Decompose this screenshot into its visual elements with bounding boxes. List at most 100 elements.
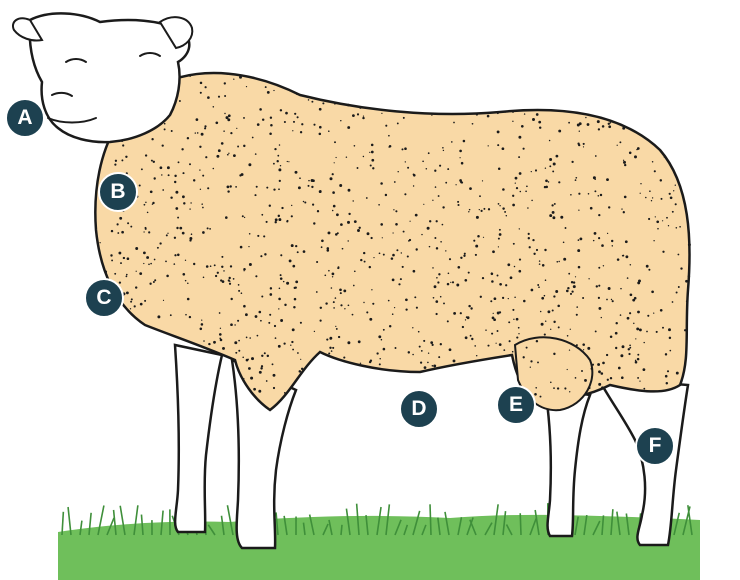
fleece-dot [369, 266, 371, 268]
fleece-dot [402, 266, 404, 268]
fleece-dot [360, 259, 362, 261]
fleece-dot [435, 300, 438, 303]
fleece-dot [367, 232, 370, 235]
fleece-dot [370, 359, 372, 361]
fleece-dot [381, 113, 382, 114]
fleece-dot [273, 163, 275, 165]
fleece-dot [209, 228, 211, 230]
fleece-dot [397, 122, 399, 124]
fleece-dot [117, 232, 119, 234]
fleece-dot [637, 354, 639, 356]
fleece-dot [453, 122, 455, 124]
fleece-dot [278, 298, 281, 301]
fleece-dot [249, 233, 251, 235]
fleece-dot [596, 285, 598, 287]
fleece-dot [578, 266, 581, 269]
fleece-dot [273, 90, 274, 91]
fleece-dot [512, 204, 515, 207]
fleece-dot [620, 314, 622, 316]
fleece-dot [376, 352, 378, 354]
fleece-dot [571, 290, 573, 292]
fleece-dot [530, 367, 531, 368]
marker-a: A [5, 98, 45, 138]
fleece-dot [448, 272, 450, 274]
fleece-dot [357, 229, 360, 232]
fleece-dot [353, 285, 355, 287]
fleece-dot [549, 158, 552, 161]
fleece-dot [185, 260, 186, 261]
fleece-dot [549, 214, 552, 217]
fleece-dot [449, 258, 451, 260]
fleece-dot [608, 125, 611, 128]
fleece-dot [179, 227, 182, 230]
fleece-dot [460, 257, 462, 259]
fleece-dot [461, 162, 464, 165]
fleece-dot [623, 160, 624, 161]
fleece-dot [392, 254, 395, 257]
fleece-dot [438, 273, 440, 275]
fleece-dot [134, 305, 136, 307]
fleece-dot [229, 283, 231, 285]
fleece-dot [408, 351, 410, 353]
fleece-dot [535, 387, 537, 389]
fleece-dot [284, 304, 286, 306]
fleece-dot [436, 247, 438, 249]
fleece-dot [257, 123, 260, 126]
fleece-dot [327, 249, 330, 252]
fleece-dot [606, 178, 609, 181]
fleece-dot [530, 360, 532, 362]
fleece-dot [136, 271, 137, 272]
fleece-dot [263, 235, 265, 237]
fleece-dot [464, 253, 466, 255]
fleece-dot [479, 209, 480, 210]
fleece-dot [311, 186, 313, 188]
fleece-dot [202, 175, 204, 177]
fleece-dot [241, 292, 243, 294]
fleece-dot [503, 349, 505, 351]
fleece-dot [639, 328, 642, 331]
fleece-dot [115, 160, 117, 162]
fleece-dot [127, 222, 129, 224]
fleece-dot [421, 350, 423, 352]
fleece-dot [457, 266, 460, 269]
fleece-dot [607, 233, 608, 234]
fleece-dot [246, 337, 248, 339]
fleece-dot [249, 337, 251, 339]
fleece-dot [467, 316, 470, 319]
fleece-dot [593, 240, 594, 241]
fleece-dot [480, 296, 482, 298]
fleece-dot [607, 379, 609, 381]
fleece-dot [291, 341, 293, 343]
fleece-dot [175, 191, 178, 194]
fleece-dot [536, 340, 538, 342]
fleece-dot [476, 355, 477, 356]
fleece-dot [261, 295, 263, 297]
fleece-dot [279, 180, 281, 182]
fleece-dot [294, 298, 297, 301]
fleece-dot [270, 124, 273, 127]
fleece-dot [394, 307, 395, 308]
fleece-dot [259, 108, 262, 111]
fleece-dot [121, 231, 124, 234]
fleece-dot [267, 91, 270, 94]
fleece-dot [600, 194, 602, 196]
fleece-dot [429, 220, 431, 222]
fleece-dot [346, 156, 347, 157]
fleece-dot [483, 208, 485, 210]
fleece-dot [242, 215, 244, 217]
fleece-dot [499, 205, 500, 206]
fleece-dot [497, 330, 499, 332]
fleece-dot [567, 287, 569, 289]
fleece-dot [652, 197, 653, 198]
fleece-dot [202, 207, 204, 209]
fleece-dot [189, 239, 191, 241]
fleece-dot [549, 165, 551, 167]
fleece-dot [408, 240, 410, 242]
fleece-dot [391, 257, 394, 260]
fleece-dot [560, 216, 563, 219]
fleece-dot [575, 276, 576, 277]
fleece-dot [440, 343, 442, 345]
fleece-dot [606, 299, 608, 301]
fleece-dot [343, 289, 346, 292]
fleece-dot [669, 337, 671, 339]
